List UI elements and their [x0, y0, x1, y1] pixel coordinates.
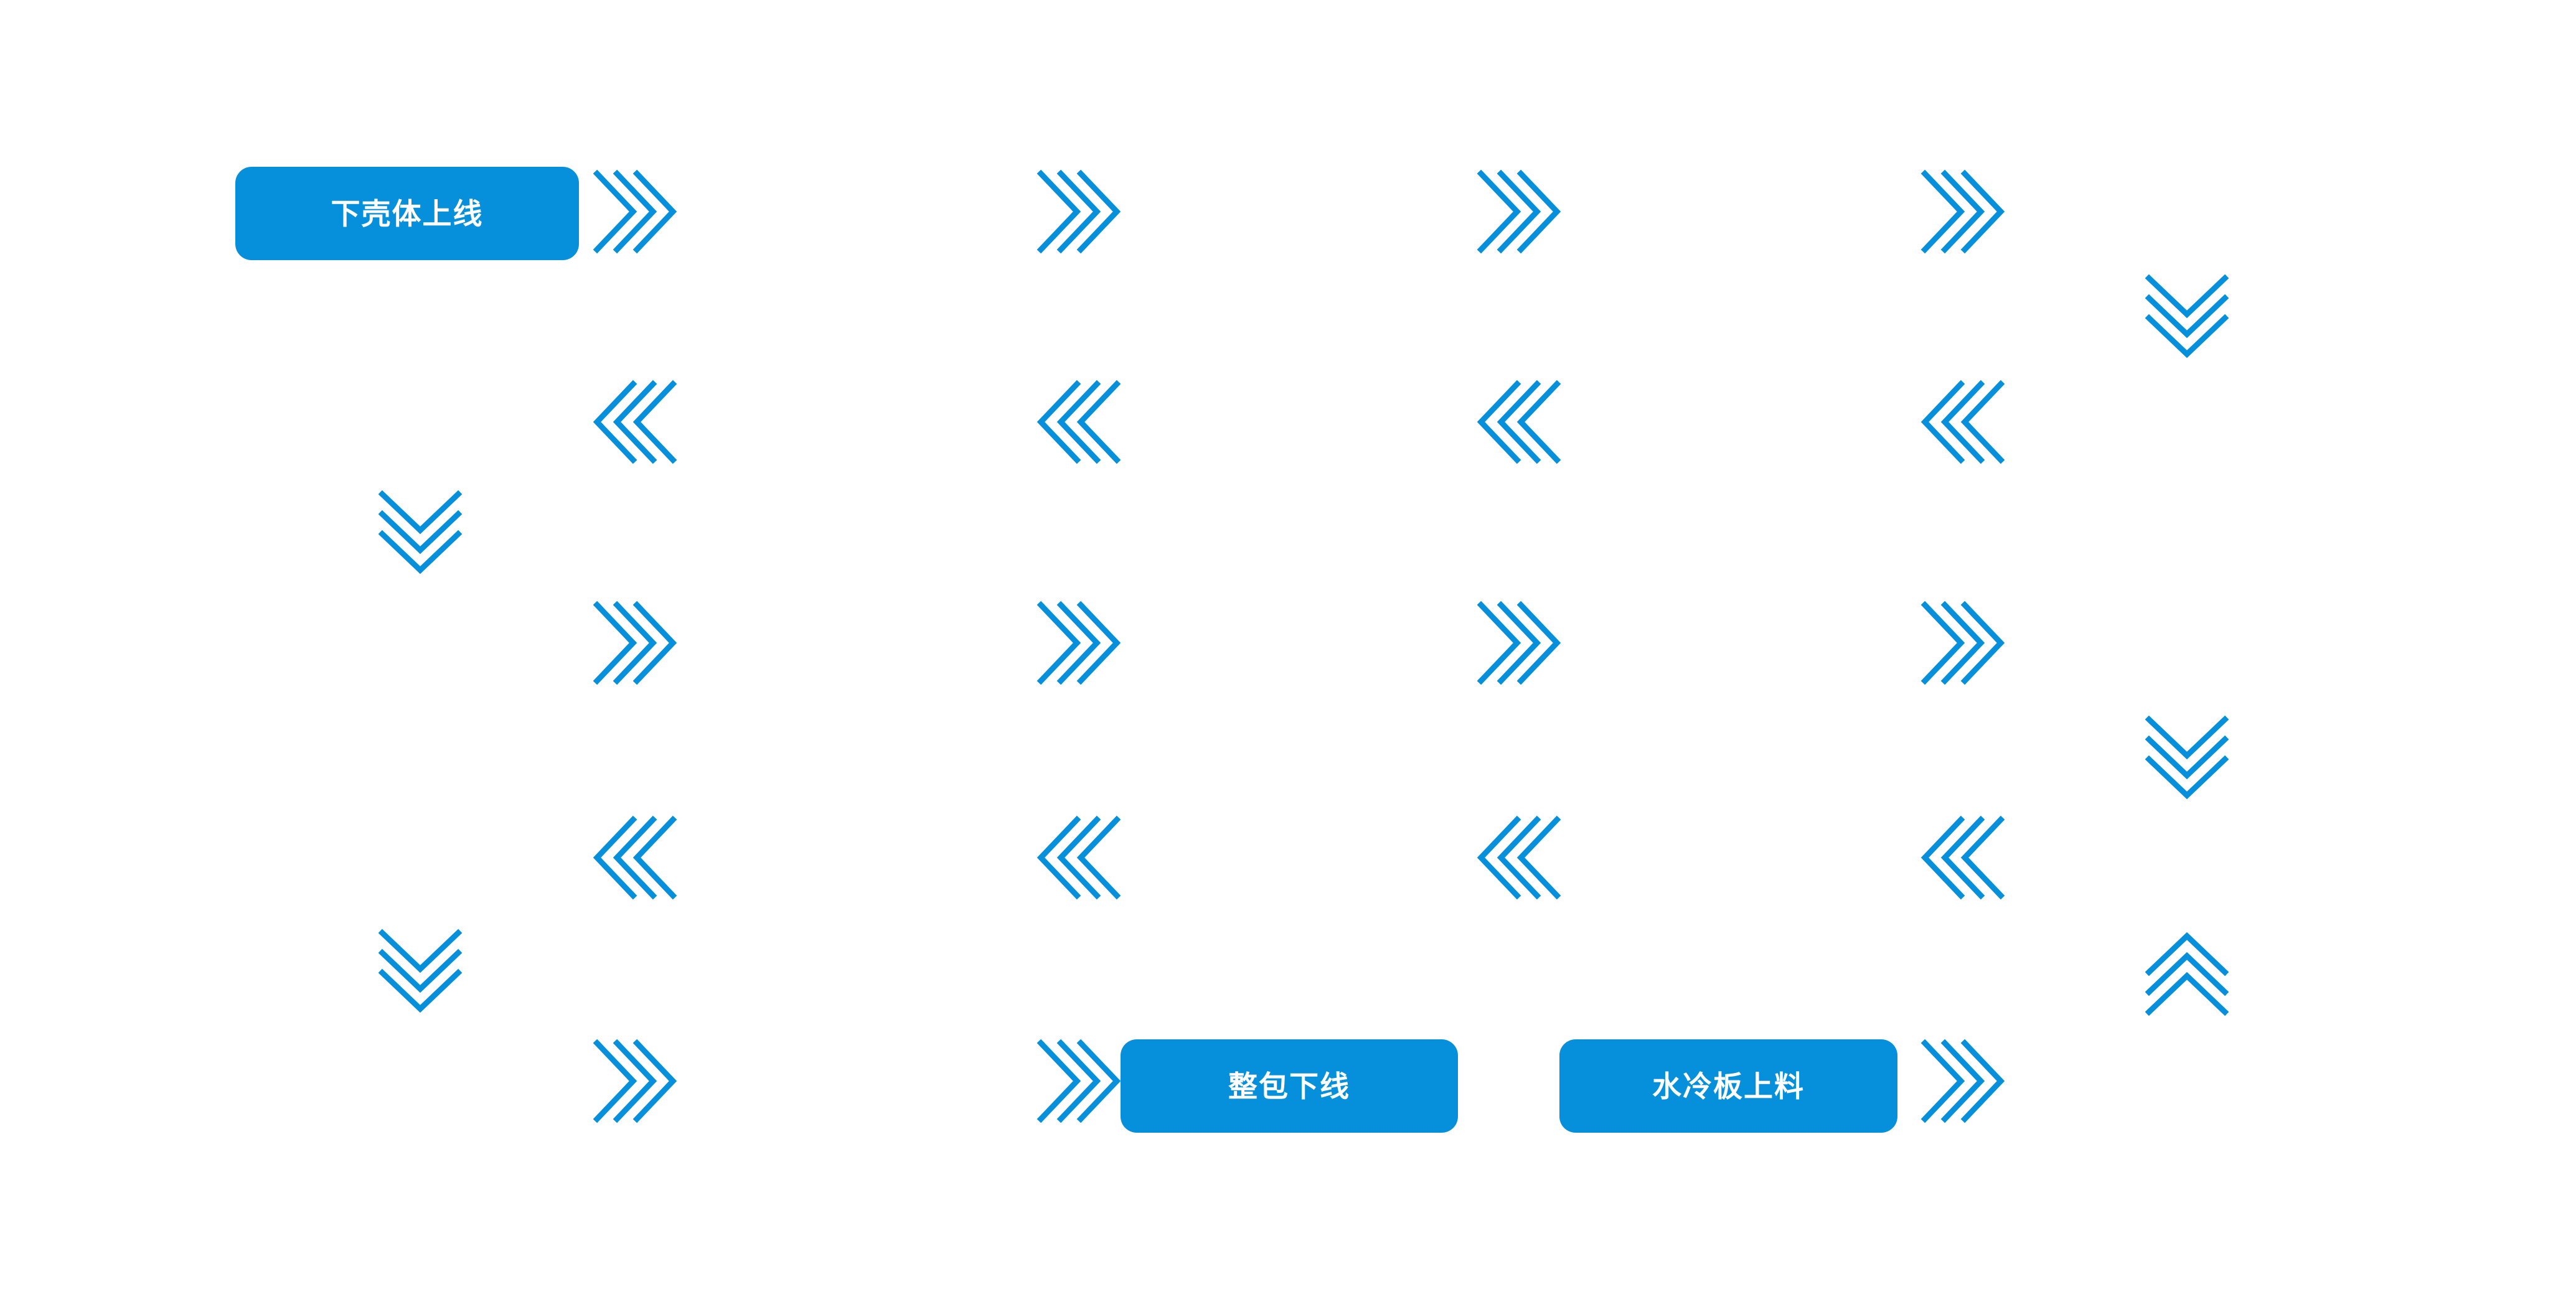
chevron-right-triple-icon [1037, 601, 1121, 685]
chevron-right-triple-icon [1920, 601, 2005, 685]
process-node-lower-housing-online[interactable]: 下壳体上线 [235, 167, 579, 260]
chevron-left-triple-icon [593, 380, 677, 464]
chevron-left-triple-icon [1920, 815, 2005, 900]
chevron-left-triple-icon [1477, 380, 1561, 464]
chevron-right-triple-icon [593, 169, 677, 254]
process-node-cold-plate-loading[interactable]: 水冷板上料 [1559, 1039, 1897, 1133]
chevron-left-triple-icon [1037, 380, 1121, 464]
chevron-left-triple-icon [593, 815, 677, 900]
chevron-right-triple-icon [1037, 1039, 1121, 1123]
process-node-label: 整包下线 [1228, 1069, 1350, 1103]
chevron-down-triple-icon [378, 929, 463, 1013]
process-node-label: 水冷板上料 [1652, 1069, 1805, 1103]
chevron-right-triple-icon [1920, 169, 2005, 254]
chevron-right-triple-icon [1477, 169, 1561, 254]
chevron-up-triple-icon [2145, 932, 2229, 1016]
chevron-right-triple-icon [1037, 169, 1121, 254]
chevron-left-triple-icon [1477, 815, 1561, 900]
chevron-left-triple-icon [1037, 815, 1121, 900]
chevron-right-triple-icon [1477, 601, 1561, 685]
chevron-right-triple-icon [593, 1039, 677, 1123]
chevron-down-triple-icon [2145, 274, 2229, 358]
process-node-pack-offline[interactable]: 整包下线 [1121, 1039, 1458, 1133]
chevron-right-triple-icon [593, 601, 677, 685]
chevron-down-triple-icon [2145, 715, 2229, 800]
process-node-label: 下壳体上线 [331, 197, 484, 230]
chevron-right-triple-icon [1920, 1039, 2005, 1123]
chevron-down-triple-icon [378, 490, 463, 574]
chevron-left-triple-icon [1920, 380, 2005, 464]
